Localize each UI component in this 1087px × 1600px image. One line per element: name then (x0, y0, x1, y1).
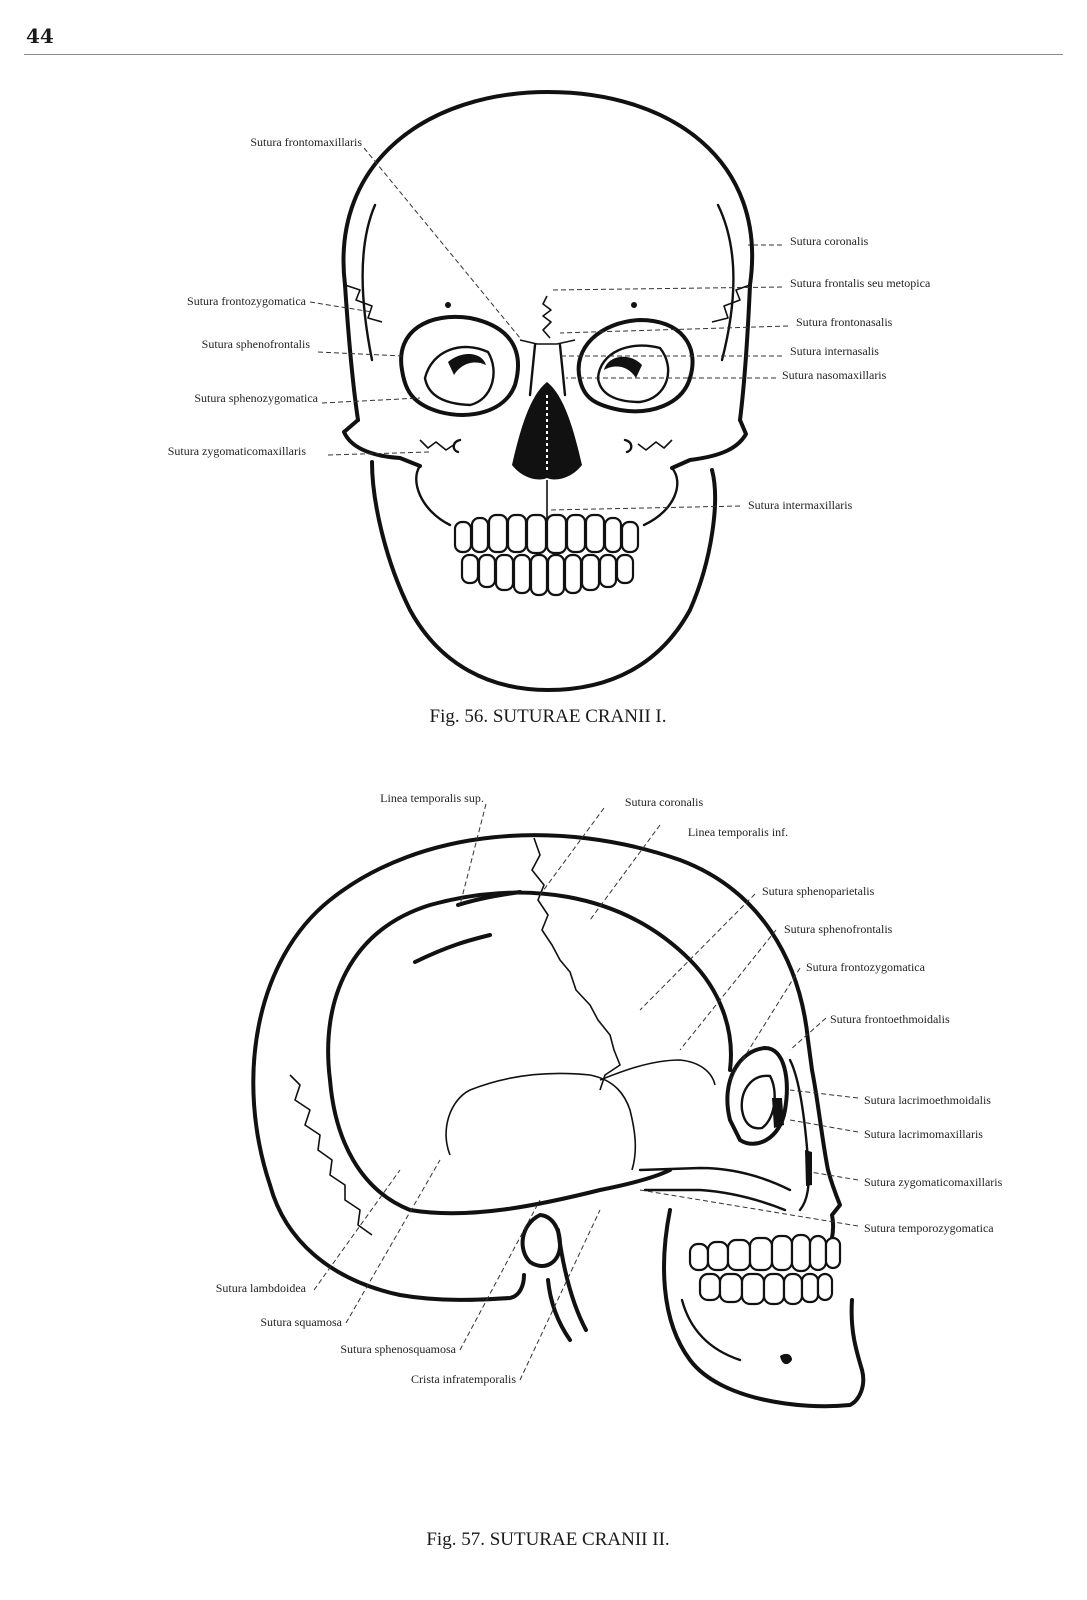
label-sutura-coronalis-lateral: Sutura coronalis (625, 795, 704, 809)
label-sutura-lambdoidea: Sutura lambdoidea (216, 1281, 307, 1295)
fig56-leader-lines (309, 147, 789, 511)
header-rule (24, 54, 1063, 55)
label-sutura-lacrimoethmoidalis: Sutura lacrimoethmoidalis (864, 1093, 991, 1107)
label-sutura-frontalis-metopica: Sutura frontalis seu metopica (790, 276, 931, 290)
label-sutura-frontomaxillaris: Sutura frontomaxillaris (250, 135, 362, 149)
lateral-upper-teeth (688, 1233, 842, 1273)
page-number: 44 (26, 24, 54, 48)
lower-teeth (460, 553, 635, 597)
label-sutura-internasalis: Sutura internasalis (790, 344, 879, 358)
label-sutura-temporozygomatica: Sutura temporozygomatica (864, 1221, 994, 1235)
label-sutura-sphenozygomatica: Sutura sphenozygomatica (194, 391, 318, 405)
skull-frontal-view (341, 90, 755, 692)
upper-teeth (453, 513, 640, 555)
fig57-caption: Fig. 57. SUTURAE CRANII II. (426, 1529, 669, 1550)
label-sutura-frontozygomatica: Sutura frontozygomatica (187, 294, 307, 308)
label-sutura-sphenofrontalis-lateral: Sutura sphenofrontalis (784, 922, 893, 936)
label-sutura-zygomaticomaxillaris-lateral: Sutura zygomaticomaxillaris (864, 1175, 1003, 1189)
lateral-lower-teeth (698, 1272, 834, 1306)
label-sutura-sphenosquamosa: Sutura sphenosquamosa (340, 1342, 456, 1356)
label-sutura-sphenofrontalis: Sutura sphenofrontalis (202, 337, 311, 351)
label-linea-temporalis-sup: Linea temporalis sup. (380, 791, 484, 805)
label-sutura-intermaxillaris: Sutura intermaxillaris (748, 498, 853, 512)
fig57-leader-lines (313, 803, 859, 1381)
label-linea-temporalis-inf: Linea temporalis inf. (688, 825, 788, 839)
label-sutura-zygomaticomaxillaris: Sutura zygomaticomaxillaris (168, 444, 307, 458)
fig56-caption: Fig. 56. SUTURAE CRANII I. (430, 706, 667, 727)
fig57-labels: Linea temporalis sup. Sutura coronalis L… (216, 791, 1003, 1386)
label-sutura-frontozygomatica-lateral: Sutura frontozygomatica (806, 960, 926, 974)
label-sutura-squamosa: Sutura squamosa (260, 1315, 342, 1329)
label-sutura-lacrimomaxillaris: Sutura lacrimomaxillaris (864, 1127, 983, 1141)
label-sutura-coronalis-front: Sutura coronalis (790, 234, 869, 248)
label-sutura-sphenoparietalis: Sutura sphenoparietalis (762, 884, 875, 898)
label-sutura-frontonasalis: Sutura frontonasalis (796, 315, 893, 329)
label-crista-infratemporalis: Crista infratemporalis (411, 1372, 516, 1386)
label-sutura-nasomaxillaris: Sutura nasomaxillaris (782, 368, 887, 382)
skull-lateral-view (251, 833, 866, 1409)
fig56-labels: Sutura frontomaxillaris Sutura frontozyg… (168, 135, 931, 512)
label-sutura-frontoethmoidalis: Sutura frontoethmoidalis (830, 1012, 950, 1026)
